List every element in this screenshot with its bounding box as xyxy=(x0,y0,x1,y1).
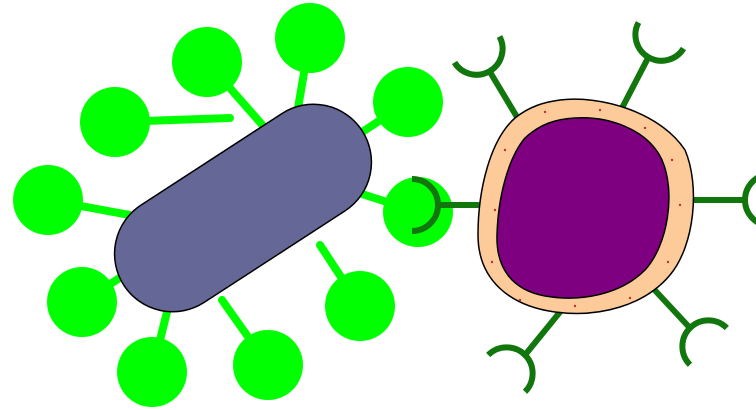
antigen-head xyxy=(80,87,150,157)
antigen-head xyxy=(325,271,395,341)
granule xyxy=(671,159,673,161)
granule xyxy=(574,305,576,307)
cell-nucleus xyxy=(497,118,669,298)
antigen-head xyxy=(47,267,117,337)
granule xyxy=(491,261,493,263)
granule xyxy=(679,204,681,206)
granule xyxy=(667,261,669,263)
granule xyxy=(629,297,631,299)
antigen-head xyxy=(275,3,345,73)
antigen-head xyxy=(117,337,187,407)
granule xyxy=(494,209,496,211)
antigen-head xyxy=(172,27,242,97)
antigen-head xyxy=(13,165,83,235)
antigen-head xyxy=(373,67,443,137)
granule xyxy=(544,111,546,113)
antigen-head xyxy=(383,177,453,247)
granule xyxy=(519,299,521,301)
granule xyxy=(644,127,646,129)
granule xyxy=(504,149,506,151)
granule xyxy=(599,109,601,111)
antigen-head xyxy=(233,330,303,400)
